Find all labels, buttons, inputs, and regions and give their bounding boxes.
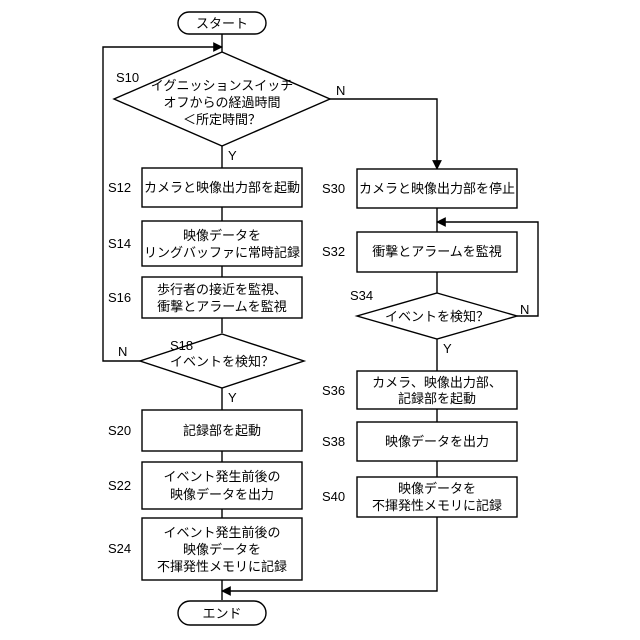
s10-label: S10 — [116, 70, 139, 85]
s24-line-2: 映像データを — [183, 542, 261, 558]
decision-s10: イグニッションスイッチ オフからの経過時間 ＜所定時間？ S10 N Y — [114, 52, 345, 163]
s14-line-1: 映像データを — [183, 228, 261, 244]
start-terminal: スタート — [178, 12, 266, 34]
decision-s18: イベントを検知？ S18 N Y — [118, 334, 304, 405]
process-s36: カメラ、映像出力部、 記録部を起動 S36 — [322, 371, 517, 409]
s20-line-1: 記録部を起動 — [183, 423, 261, 439]
s20-label: S20 — [108, 423, 131, 438]
s22-line-1: イベント発生前後の — [163, 469, 280, 485]
s16-line-1: 歩行者の接近を監視、 — [157, 282, 287, 298]
s38-line-1: 映像データを出力 — [385, 434, 489, 450]
s10-line-3: ＜所定時間？ — [183, 113, 261, 128]
s24-line-3: 不揮発性メモリに記録 — [157, 559, 287, 575]
s34-line-1: イベントを検知？ — [385, 309, 489, 325]
s10-no-label: N — [336, 83, 345, 98]
s22-line-2: 映像データを出力 — [170, 487, 274, 503]
s32-label: S32 — [322, 244, 345, 259]
process-s22: イベント発生前後の 映像データを出力 S22 — [108, 462, 302, 509]
s40-line-2: 不揮発性メモリに記録 — [372, 498, 502, 514]
s36-line-2: 記録部を起動 — [398, 391, 476, 407]
process-s38: 映像データを出力 S38 — [322, 422, 517, 461]
s34-yes-label: Y — [443, 341, 452, 356]
s14-line-2: リングバッファに常時記録 — [144, 245, 300, 261]
s24-label: S24 — [108, 541, 131, 556]
s16-line-2: 衝撃とアラームを監視 — [157, 299, 287, 315]
s30-label: S30 — [322, 181, 345, 196]
process-s20: 記録部を起動 S20 — [108, 410, 302, 451]
s18-line-1: イベントを検知？ — [170, 354, 274, 370]
s12-line-1: カメラと映像出力部を起動 — [144, 181, 300, 196]
s10-line-2: オフからの経過時間 — [163, 96, 280, 111]
end-text: エンド — [202, 607, 241, 622]
s36-label: S36 — [322, 383, 345, 398]
s36-line-1: カメラ、映像出力部、 — [372, 376, 502, 391]
process-s40: 映像データを 不揮発性メモリに記録 S40 — [322, 477, 517, 517]
end-terminal: エンド — [178, 601, 266, 625]
process-s14: 映像データを リングバッファに常時記録 S14 — [108, 221, 302, 266]
s14-label: S14 — [108, 236, 131, 251]
s30-line-1: カメラと映像出力部を停止 — [359, 181, 515, 197]
process-s32: 衝撃とアラームを監視 S32 — [322, 232, 517, 272]
s38-label: S38 — [322, 434, 345, 449]
s18-label: S18 — [170, 338, 193, 353]
process-s30: カメラと映像出力部を停止 S30 — [322, 169, 517, 208]
s10-yes-label: Y — [228, 148, 237, 163]
s16-label: S16 — [108, 290, 131, 305]
s18-no-label: N — [118, 344, 127, 359]
decision-s34: イベントを検知？ S34 N Y — [350, 288, 529, 356]
s32-line-1: 衝撃とアラームを監視 — [372, 244, 502, 260]
s40-line-1: 映像データを — [398, 481, 476, 497]
s22-label: S22 — [108, 478, 131, 493]
connector-s10-no-s30 — [329, 99, 437, 169]
process-s16: 歩行者の接近を監視、 衝撃とアラームを監視 S16 — [108, 277, 302, 318]
s12-label: S12 — [108, 180, 131, 195]
s18-yes-label: Y — [228, 390, 237, 405]
s10-line-1: イグニッションスイッチ — [151, 79, 293, 94]
process-s24: イベント発生前後の 映像データを 不揮発性メモリに記録 S24 — [108, 518, 302, 580]
s34-label: S34 — [350, 288, 373, 303]
s40-label: S40 — [322, 489, 345, 504]
s34-no-label: N — [520, 302, 529, 317]
process-s12: カメラと映像出力部を起動 S12 — [108, 168, 302, 207]
start-text: スタート — [196, 17, 248, 32]
s24-line-1: イベント発生前後の — [163, 525, 280, 541]
